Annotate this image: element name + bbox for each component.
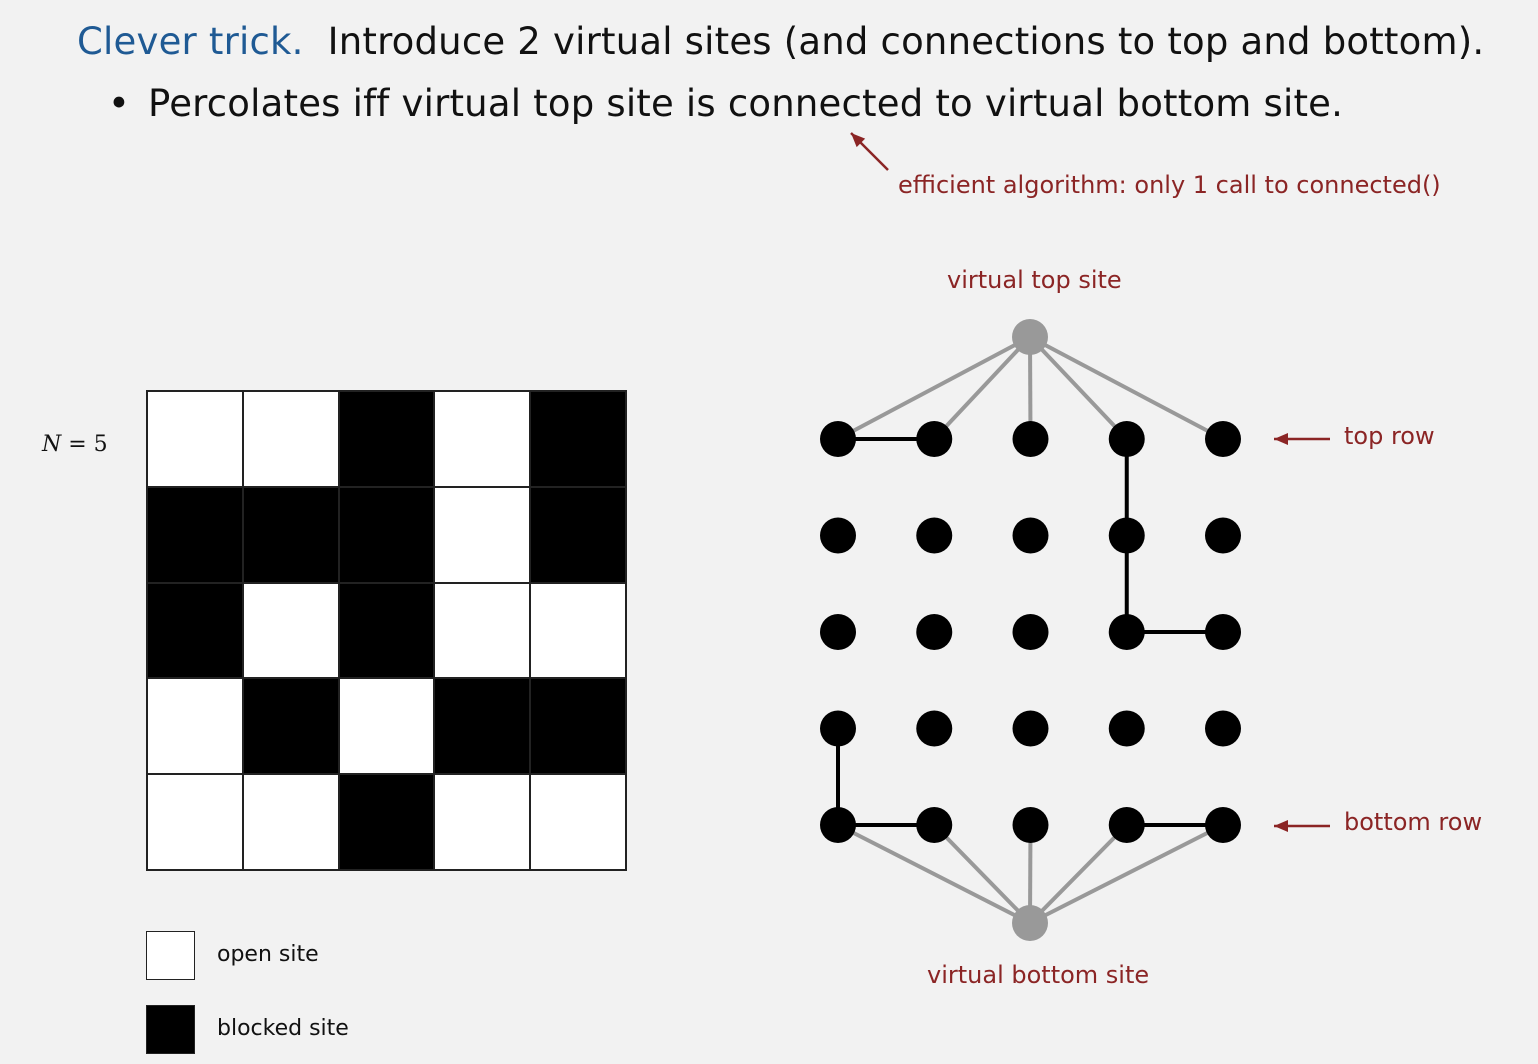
site-node	[1108, 710, 1145, 747]
virtual-bottom-edge	[1028, 823, 1129, 925]
site-node	[1205, 421, 1241, 457]
bottom-row-label: bottom row	[1344, 808, 1483, 836]
grid-cell-blocked	[530, 486, 626, 583]
virtual-top-node	[1012, 319, 1048, 355]
site-node	[820, 421, 856, 457]
site-node	[1108, 421, 1145, 457]
virtual-top-edge	[1029, 335, 1224, 441]
top-row-arrow-head	[1274, 433, 1288, 445]
bullet-item: • Percolates iff virtual top site is conn…	[108, 82, 1343, 125]
bullet-marker: •	[108, 82, 131, 125]
site-node	[916, 517, 953, 554]
grid-cell-blocked	[242, 486, 339, 583]
site-node	[916, 421, 953, 457]
site-node	[1205, 517, 1241, 554]
virtual-bottom-label: virtual bottom site	[927, 961, 1150, 989]
site-node	[1108, 517, 1145, 554]
grid-cell-blocked	[338, 774, 435, 870]
heading-accent: Clever trick.	[77, 20, 304, 63]
n-variable: N	[42, 432, 62, 457]
legend-blocked-label: blocked site	[217, 1016, 349, 1041]
efficient-arrow-head	[851, 133, 866, 148]
site-node	[916, 807, 953, 843]
site-node	[1205, 807, 1241, 843]
bottom-row-arrow-head	[1274, 820, 1288, 832]
grid-cell-open	[147, 391, 243, 487]
n-value: = 5	[61, 432, 108, 457]
grid-cell-open	[242, 774, 339, 870]
top-row-label: top row	[1344, 422, 1435, 450]
grid-cell-blocked	[147, 582, 243, 679]
grid-cell-blocked	[530, 391, 626, 487]
grid-cell-blocked	[242, 678, 339, 775]
percolation-grid	[146, 390, 627, 871]
legend-open-label: open site	[217, 942, 319, 967]
grid-size-label: N = 5	[42, 432, 108, 457]
site-node	[1012, 517, 1049, 554]
bullet-text: Percolates iff virtual top site is conne…	[148, 82, 1344, 125]
virtual-bottom-edge	[932, 823, 1032, 925]
grid-cell-open	[530, 582, 626, 679]
site-node	[1205, 614, 1241, 650]
site-node	[820, 614, 856, 650]
grid-cell-blocked	[147, 486, 243, 583]
grid-cell-blocked	[338, 391, 435, 487]
site-node	[1108, 807, 1145, 843]
legend-open-swatch	[146, 931, 195, 980]
grid-cell-open	[242, 582, 339, 679]
site-node	[916, 614, 953, 650]
site-node	[820, 710, 856, 747]
grid-cell-open	[147, 678, 243, 775]
slide-heading: Clever trick. Introduce 2 virtual sites …	[77, 20, 1484, 63]
site-node	[1205, 710, 1241, 747]
site-node	[820, 807, 856, 843]
site-node	[1012, 710, 1049, 747]
site-node	[820, 517, 856, 554]
site-node	[1012, 614, 1049, 650]
virtual-bottom-edge	[837, 823, 1031, 925]
grid-cell-open	[434, 486, 531, 583]
heading-text: Introduce 2 virtual sites (and connectio…	[327, 20, 1485, 63]
grid-cell-blocked	[338, 486, 435, 583]
grid-cell-open	[530, 774, 626, 870]
site-node	[1012, 807, 1049, 843]
virtual-bottom-node	[1012, 905, 1048, 941]
grid-cell-blocked	[338, 582, 435, 679]
virtual-top-edge	[1028, 335, 1129, 441]
efficient-note: efficient algorithm: only 1 call to conn…	[898, 171, 1441, 199]
grid-cell-open	[434, 774, 531, 870]
site-node	[1108, 614, 1145, 650]
virtual-bottom-edge	[1029, 823, 1224, 925]
grid-cell-open	[242, 391, 339, 487]
virtual-top-edge	[932, 335, 1032, 441]
grid-cell-open	[434, 582, 531, 679]
grid-cell-open	[147, 774, 243, 870]
site-node	[916, 710, 953, 747]
virtual-top-edge	[837, 335, 1031, 441]
grid-cell-open	[338, 678, 435, 775]
grid-cell-blocked	[434, 678, 531, 775]
grid-cell-blocked	[530, 678, 626, 775]
virtual-top-label: virtual top site	[947, 266, 1122, 294]
grid-cell-open	[434, 391, 531, 487]
site-node	[1012, 421, 1049, 457]
legend-blocked-swatch	[146, 1005, 195, 1054]
